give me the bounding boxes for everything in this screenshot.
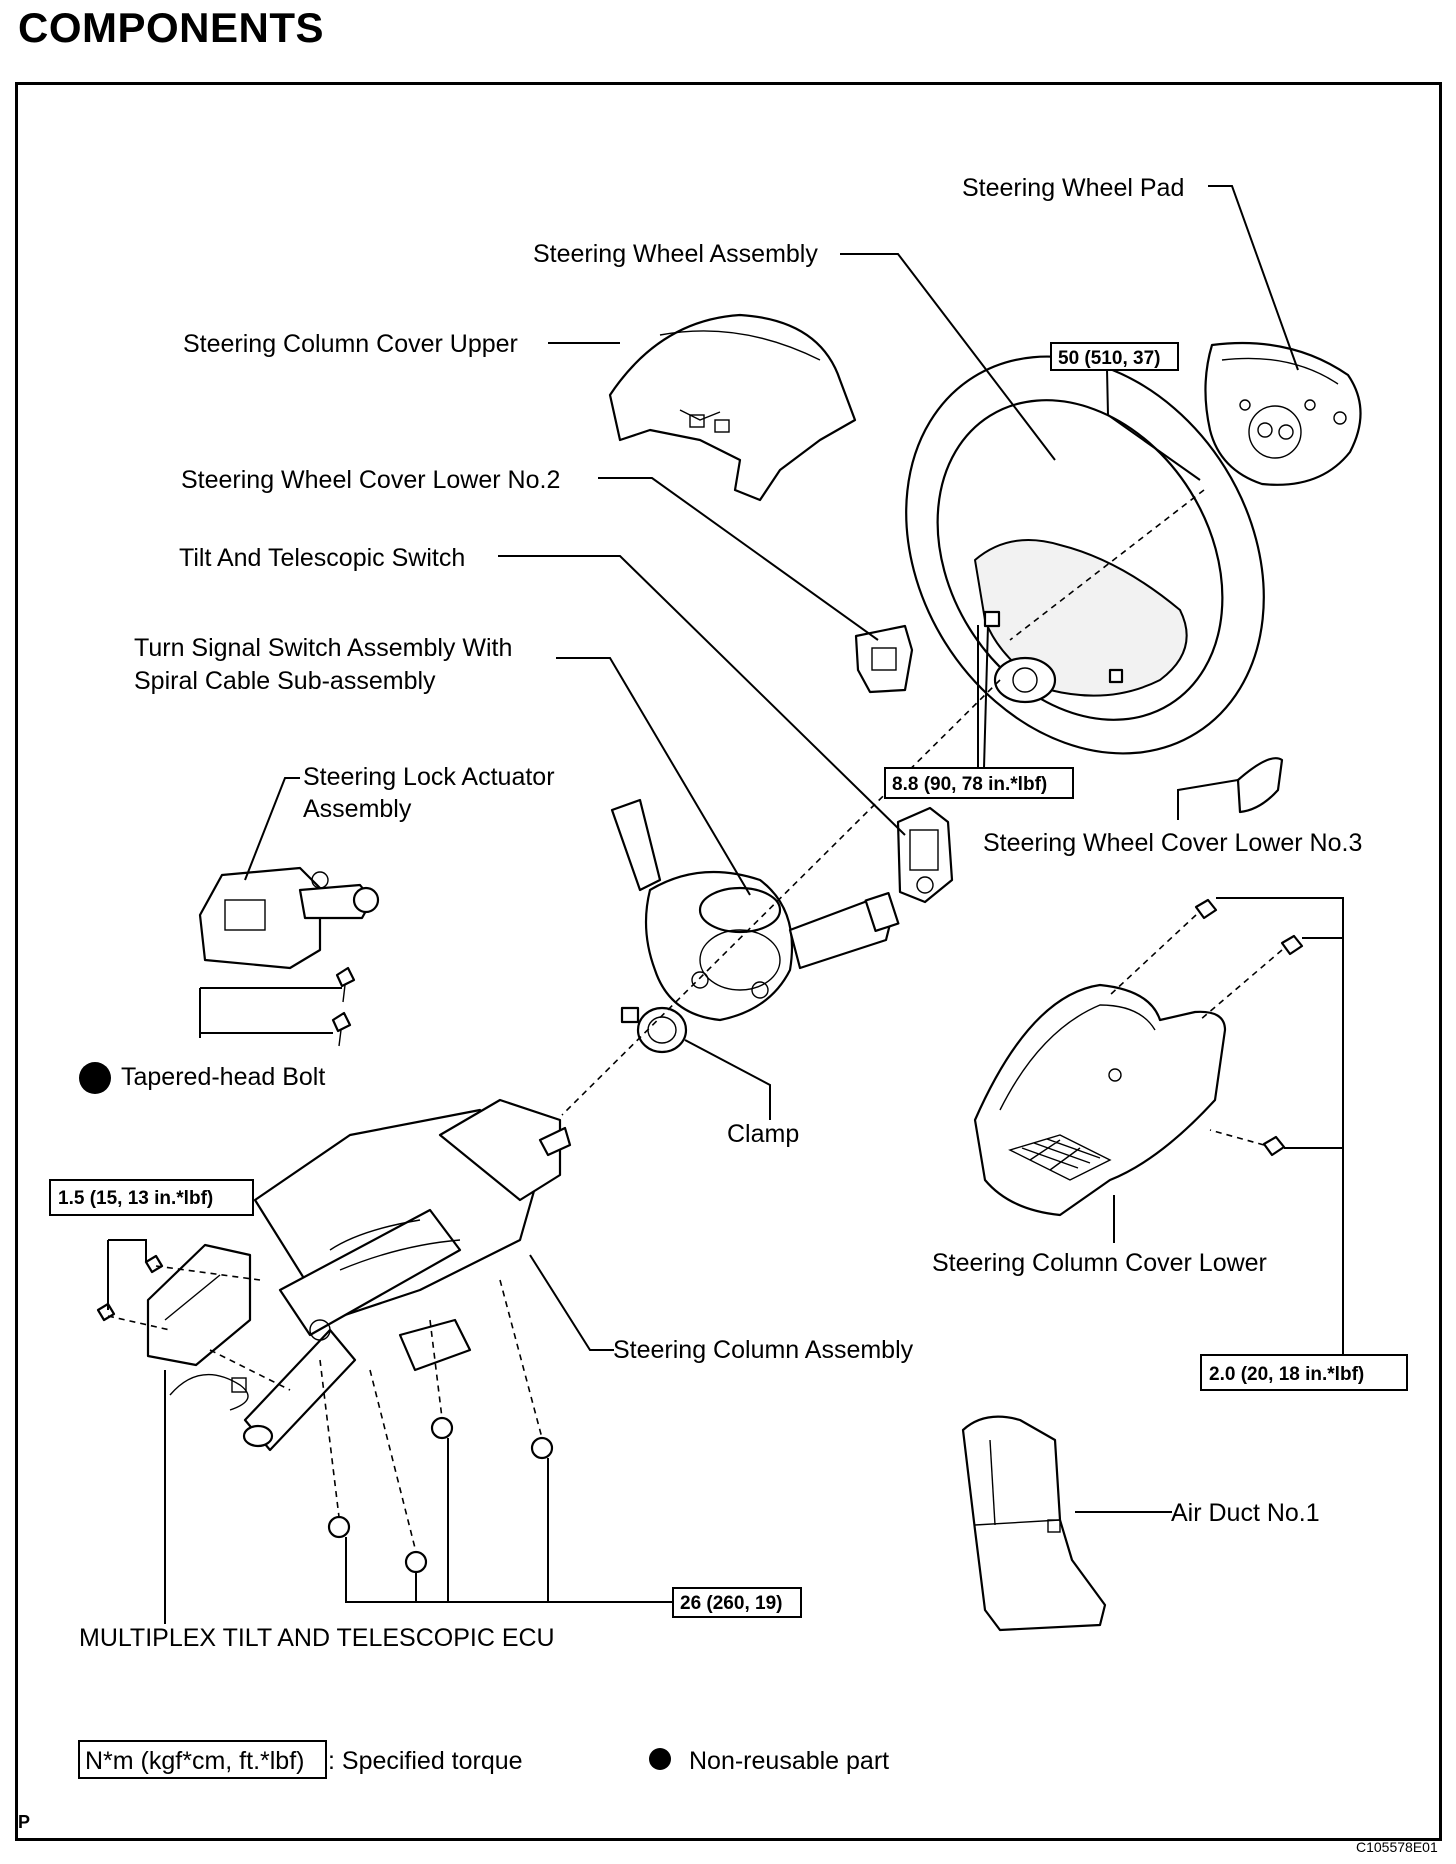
label-steering-lock-line2: Assembly xyxy=(303,795,412,823)
steering-wheel-cover-lower-no2-drawing xyxy=(854,624,914,694)
diagram-frame xyxy=(15,82,1442,1841)
legend-torque-unit: N*m (kgf*cm, ft.*lbf) xyxy=(85,1747,304,1775)
legend: N*m (kgf*cm, ft.*lbf) : Specified torque… xyxy=(78,1740,889,1779)
legend-torque-box xyxy=(78,1740,327,1779)
label-turn-signal-line1: Turn Signal Switch Assembly With xyxy=(134,634,512,662)
label-steering-column-cover-lower: Steering Column Cover Lower xyxy=(932,1249,1267,1277)
cover-screw-dash-2 xyxy=(1199,949,1283,1021)
nonreusable-dot-icon xyxy=(79,1062,111,1094)
label-steering-column-assembly: Steering Column Assembly xyxy=(613,1336,914,1364)
leader-lines xyxy=(107,185,1344,1624)
nut-dash-3 xyxy=(429,1319,443,1419)
column-axis-dash xyxy=(561,679,1001,1116)
label-steering-column-cover-upper: Steering Column Cover Upper xyxy=(183,330,518,358)
torque-box-cover-lower-screws: 2.0 (20, 18 in.*lbf) xyxy=(1200,1354,1408,1391)
steering-column-assembly-drawing xyxy=(242,1098,572,1452)
label-turn-signal-line2: Spiral Cable Sub-assembly xyxy=(134,667,436,695)
nut-dash-4 xyxy=(499,1279,543,1439)
tilt-telescopic-switch-drawing xyxy=(896,806,954,904)
ecu-dash-3 xyxy=(209,1349,291,1391)
torque-ecu-bolts: 1.5 (15, 13 in.*lbf) xyxy=(58,1188,213,1209)
main-axis-dash xyxy=(1009,489,1205,641)
torque-switch-screws: 8.8 (90, 78 in.*lbf) xyxy=(892,774,1047,795)
label-steering-lock-line1: Steering Lock Actuator xyxy=(303,763,555,791)
figure-code: C105578E01 xyxy=(1356,1839,1438,1855)
steering-wheel-assembly-drawing xyxy=(905,355,1265,755)
turn-signal-switch-drawing xyxy=(610,798,900,1022)
label-steering-wheel-pad: Steering Wheel Pad xyxy=(962,174,1184,202)
torque-box-switch-screws: 8.8 (90, 78 in.*lbf) xyxy=(884,767,1074,799)
label-tapered-head-bolt: Tapered-head Bolt xyxy=(121,1063,325,1091)
steering-column-cover-lower-drawing xyxy=(973,983,1227,1217)
torque-box-pad-nut: 50 (510, 37) xyxy=(1050,342,1179,371)
torque-box-column-nuts: 26 (260, 19) xyxy=(672,1587,802,1618)
column-nuts-drawing xyxy=(327,1416,554,1574)
legend-nonreusable-dot-icon xyxy=(649,1748,671,1770)
steering-column-cover-upper-drawing xyxy=(608,313,857,502)
page-title: COMPONENTS xyxy=(18,4,325,51)
label-air-duct-no1: Air Duct No.1 xyxy=(1171,1499,1320,1527)
cover-screw-dash-1 xyxy=(1109,914,1197,996)
legend-nonreusable-text: Non-reusable part xyxy=(689,1747,889,1775)
torque-cover-lower-screws: 2.0 (20, 18 in.*lbf) xyxy=(1209,1364,1364,1385)
tapered-head-bolts-drawing xyxy=(331,966,356,1047)
nut-dash-1 xyxy=(319,1359,340,1518)
label-tilt-telescopic-switch: Tilt And Telescopic Switch xyxy=(179,544,465,572)
torque-pad-nut: 50 (510, 37) xyxy=(1058,348,1160,369)
multiplex-ecu-drawing xyxy=(146,1243,252,1411)
corner-letter: P xyxy=(18,1812,30,1832)
cover-screw-dash-3 xyxy=(1209,1129,1265,1146)
label-steering-wheel-assembly: Steering Wheel Assembly xyxy=(533,240,818,268)
torque-column-nuts: 26 (260, 19) xyxy=(680,1593,782,1614)
steering-wheel-pad-drawing xyxy=(1204,341,1362,486)
torque-box-ecu-bolts: 1.5 (15, 13 in.*lbf) xyxy=(49,1179,254,1216)
air-duct-drawing xyxy=(961,1415,1107,1632)
label-multiplex-ecu: MULTIPLEX TILT AND TELESCOPIC ECU xyxy=(79,1624,555,1652)
steering-wheel-cover-lower-no3-drawing xyxy=(1236,757,1284,814)
steering-lock-actuator-drawing xyxy=(198,866,380,970)
label-steering-wheel-cover-lower-no3: Steering Wheel Cover Lower No.3 xyxy=(983,829,1362,857)
label-clamp: Clamp xyxy=(727,1120,799,1148)
nut-dash-2 xyxy=(369,1369,417,1553)
label-steering-wheel-cover-lower-no2: Steering Wheel Cover Lower No.2 xyxy=(181,466,560,494)
legend-torque-text: : Specified torque xyxy=(328,1747,523,1775)
